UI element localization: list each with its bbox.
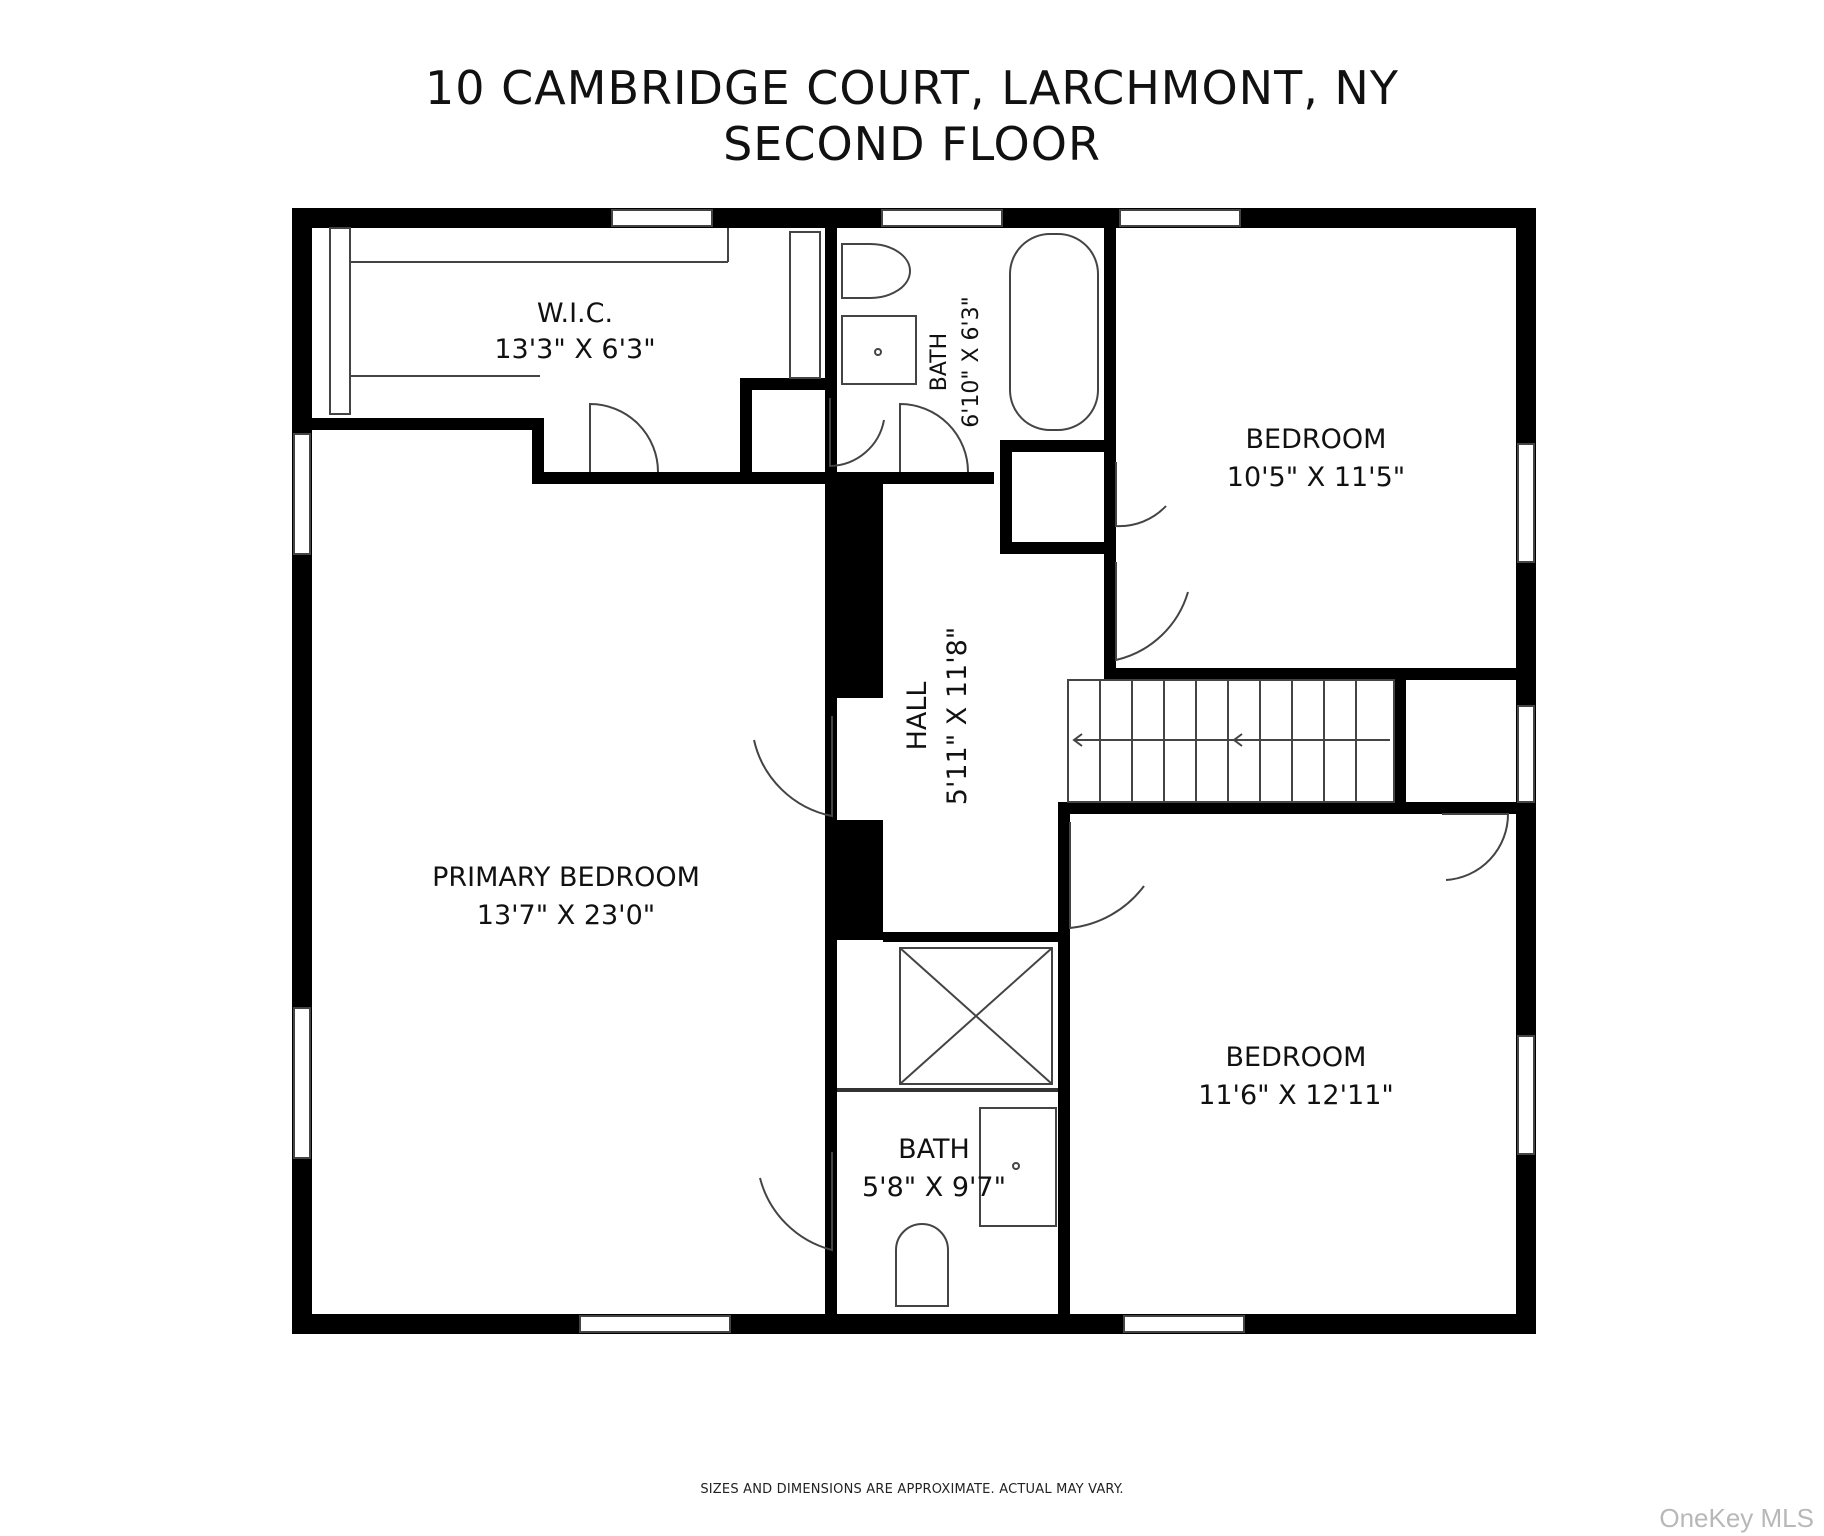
staircase bbox=[1067, 679, 1395, 803]
door bbox=[589, 402, 659, 473]
room-primary-name: PRIMARY BEDROOM bbox=[432, 862, 700, 893]
floor-name: SECOND FLOOR bbox=[723, 117, 1101, 171]
room-bedroom-ne-name: BEDROOM bbox=[1246, 424, 1387, 455]
window bbox=[293, 433, 311, 555]
closet-shelving bbox=[329, 227, 821, 415]
room-bedroom-ne-dims: 10'5" X 11'5" bbox=[1227, 462, 1405, 493]
interior-walls bbox=[312, 228, 1516, 1314]
toilet bbox=[895, 1223, 949, 1307]
window bbox=[1517, 443, 1535, 563]
door bbox=[753, 716, 833, 818]
windows bbox=[293, 209, 1535, 1333]
room-primary-dims: 13'7" X 23'0" bbox=[477, 900, 655, 931]
window bbox=[1123, 1315, 1245, 1333]
door bbox=[829, 398, 885, 468]
disclaimer-note: SIZES AND DIMENSIONS ARE APPROXIMATE. AC… bbox=[700, 1482, 1124, 1497]
door bbox=[899, 402, 969, 473]
window bbox=[1517, 1035, 1535, 1155]
room-wic-name: W.I.C. bbox=[537, 298, 613, 329]
room-labels: W.I.C. 13'3" X 6'3" BATH 6'10" X 6'3" BE… bbox=[432, 296, 1405, 1203]
window bbox=[1517, 705, 1535, 803]
room-hall-dims: 5'11" X 11'8" bbox=[942, 627, 973, 805]
floor-plan-title: 10 CAMBRIDGE COURT, LARCHMONT, NY SECOND… bbox=[0, 60, 1824, 172]
room-wic-dims: 13'3" X 6'3" bbox=[494, 334, 655, 365]
window bbox=[1119, 209, 1241, 227]
doors bbox=[589, 398, 1510, 1252]
window bbox=[579, 1315, 731, 1333]
room-bath-top-name: BATH bbox=[927, 333, 952, 391]
room-bath-top-dims: 6'10" X 6'3" bbox=[959, 296, 984, 427]
toilet bbox=[841, 243, 911, 299]
window bbox=[293, 1007, 311, 1159]
watermark: OneKey MLS bbox=[1659, 1503, 1814, 1533]
bath-fixtures bbox=[841, 233, 1099, 1307]
room-bedroom-se-dims: 11'6" X 12'11" bbox=[1198, 1080, 1394, 1111]
room-bath-bottom-name: BATH bbox=[898, 1134, 970, 1165]
door bbox=[1069, 822, 1145, 930]
door bbox=[759, 1152, 833, 1252]
room-bath-bottom-dims: 5'8" X 9'7" bbox=[862, 1172, 1006, 1203]
window bbox=[611, 209, 713, 227]
door bbox=[1115, 562, 1189, 662]
bathtub bbox=[1009, 233, 1099, 431]
address-line: 10 CAMBRIDGE COURT, LARCHMONT, NY bbox=[425, 61, 1399, 115]
room-hall-name: HALL bbox=[902, 682, 933, 751]
room-bedroom-se-name: BEDROOM bbox=[1226, 1042, 1367, 1073]
door bbox=[1115, 462, 1167, 528]
door bbox=[1442, 813, 1510, 881]
window bbox=[881, 209, 1003, 227]
